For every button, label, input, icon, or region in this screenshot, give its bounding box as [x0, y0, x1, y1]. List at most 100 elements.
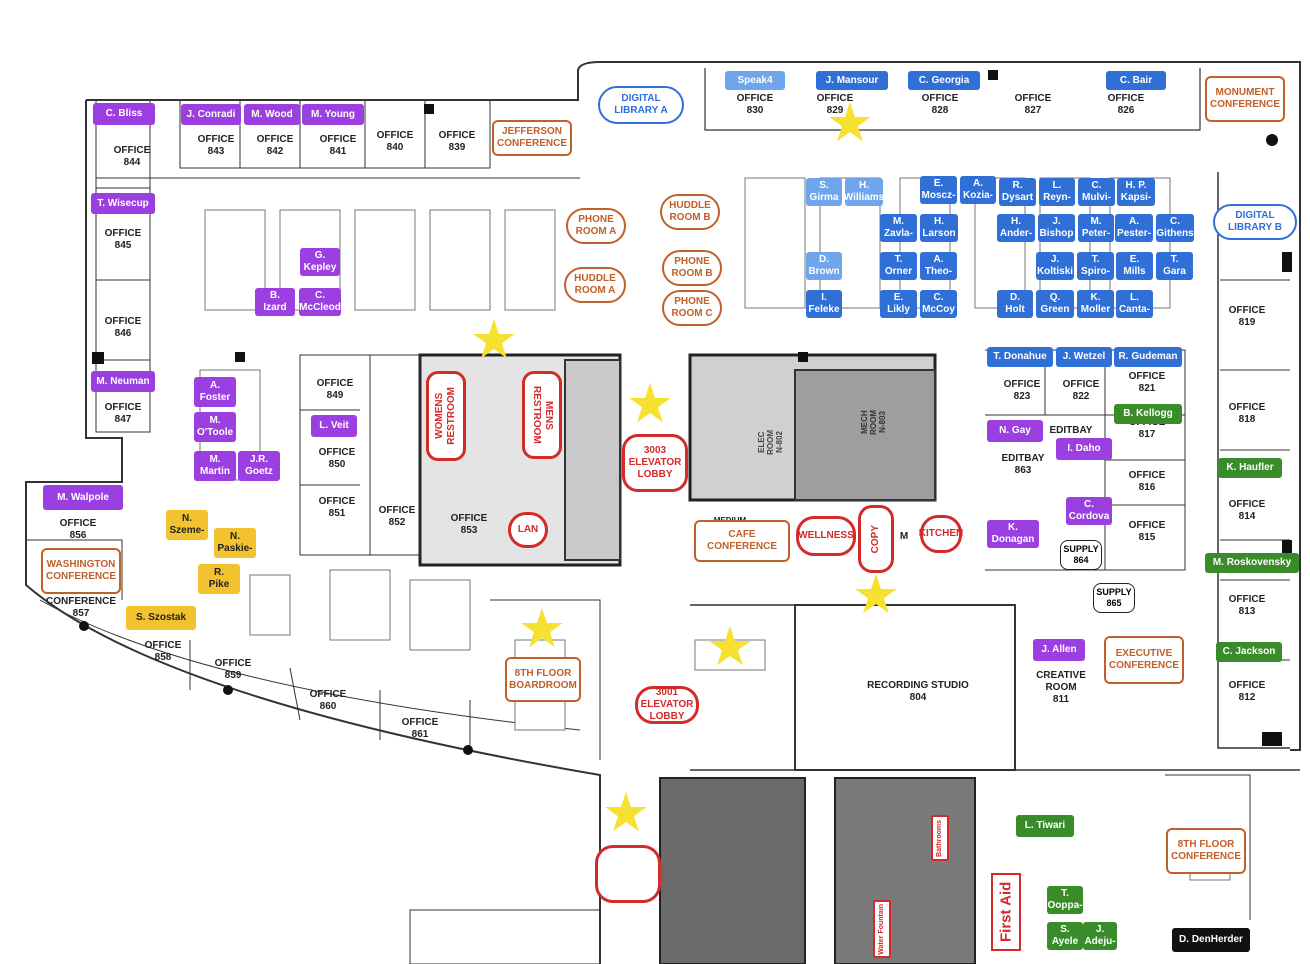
- person-tag[interactable]: L. Reyn-: [1039, 178, 1075, 206]
- person-tag[interactable]: T. Spiro-: [1077, 252, 1114, 280]
- person-tag[interactable]: B. Izard: [255, 288, 295, 316]
- person-tag[interactable]: T. Ooppa-: [1047, 886, 1083, 914]
- person-tag[interactable]: R. Gudeman: [1114, 347, 1182, 367]
- kitchen[interactable]: 3001 ELEVATOR LOBBY: [635, 686, 699, 724]
- first-aid-station[interactable]: First Aid: [991, 873, 1021, 951]
- executive-conference[interactable]: EXECUTIVE CONFERENCE: [1104, 636, 1184, 684]
- phone-room-a[interactable]: PHONE ROOM A: [566, 208, 626, 244]
- person-tag[interactable]: H. P. Kapsi-: [1117, 178, 1155, 206]
- person-tag[interactable]: T. Gara: [1156, 252, 1193, 280]
- person-tag[interactable]: D. Holt: [997, 290, 1033, 318]
- person-tag[interactable]: C. Githens: [1156, 214, 1194, 242]
- person-tag[interactable]: T. Wisecup: [91, 193, 155, 214]
- person-tag[interactable]: K. Moller: [1077, 290, 1114, 318]
- elevator-lobby-3001[interactable]: [595, 845, 661, 903]
- mens-restroom[interactable]: MENS RESTROOM: [522, 371, 562, 459]
- person-tag[interactable]: N. Szeme-: [166, 510, 208, 540]
- womens-restroom[interactable]: WOMENS RESTROOM: [426, 371, 466, 461]
- monument-conference[interactable]: MONUMENT CONFERENCE: [1205, 76, 1285, 122]
- person-tag[interactable]: C. McCleod: [299, 288, 341, 316]
- person-tag[interactable]: C. Georgia: [908, 71, 980, 90]
- room-label: M: [899, 531, 909, 542]
- person-tag[interactable]: T. Orner: [880, 252, 917, 280]
- person-tag[interactable]: C. Bliss: [93, 103, 155, 125]
- person-tag[interactable]: M. Martin: [194, 451, 236, 481]
- person-tag[interactable]: A. Foster: [194, 377, 236, 407]
- person-tag[interactable]: S. Szostak: [126, 606, 196, 630]
- washington-conference[interactable]: WASHINGTON CONFERENCE: [41, 548, 121, 594]
- person-tag[interactable]: M. O'Toole: [194, 412, 236, 442]
- supply-864[interactable]: SUPPLY 864: [1060, 540, 1102, 570]
- elevator-lobby-3003[interactable]: 3003 ELEVATOR LOBBY: [622, 434, 688, 492]
- person-tag[interactable]: R. Pike: [198, 564, 240, 594]
- person-tag[interactable]: S. Girma: [806, 178, 842, 206]
- person-tag[interactable]: J.R. Goetz: [238, 451, 280, 481]
- lan-room[interactable]: LAN: [508, 512, 548, 548]
- boardroom[interactable]: 8TH FLOOR BOARDROOM: [505, 657, 581, 702]
- person-tag[interactable]: H. Williams: [844, 178, 884, 206]
- person-tag[interactable]: A. Theo-: [920, 252, 957, 280]
- cafe-conference[interactable]: CAFE CONFERENCE: [694, 520, 790, 562]
- person-tag[interactable]: H. Larson: [920, 214, 958, 242]
- person-tag[interactable]: J. Adeju-: [1083, 922, 1117, 950]
- phone-room-c[interactable]: PHONE ROOM C: [662, 290, 722, 326]
- phone-room-b[interactable]: PHONE ROOM B: [662, 250, 722, 286]
- person-tag[interactable]: J. Bishop: [1038, 214, 1075, 242]
- person-tag[interactable]: A. Pester-: [1115, 214, 1153, 242]
- person-tag[interactable]: J. Wetzel: [1056, 347, 1112, 367]
- wellness-room[interactable]: WELLNESS: [796, 516, 856, 556]
- person-tag[interactable]: M. Zavla-: [880, 214, 917, 242]
- person-tag[interactable]: E. Moscz-: [920, 176, 957, 204]
- person-tag[interactable]: J. Allen: [1033, 639, 1085, 661]
- person-tag[interactable]: C. Bair: [1106, 71, 1166, 90]
- person-tag[interactable]: J. Koltiski: [1036, 252, 1074, 280]
- person-tag[interactable]: Speak4: [725, 71, 785, 90]
- supply-865[interactable]: SUPPLY 865: [1093, 583, 1135, 613]
- person-tag[interactable]: D. Brown: [806, 252, 842, 280]
- person-tag[interactable]: J. Mansour: [816, 71, 888, 90]
- person-tag[interactable]: C. Cordova: [1066, 497, 1112, 525]
- person-tag[interactable]: L. Tiwari: [1016, 815, 1074, 837]
- person-tag[interactable]: A. Kozia-: [960, 176, 996, 204]
- person-tag[interactable]: M. Walpole: [43, 485, 123, 510]
- person-tag[interactable]: C. Mulvi-: [1078, 178, 1115, 206]
- person-tag[interactable]: M. Wood: [244, 104, 300, 125]
- person-tag[interactable]: T. Donahue: [987, 347, 1053, 367]
- person-tag[interactable]: E. Mills: [1116, 252, 1153, 280]
- person-tag[interactable]: G. Kepley: [300, 248, 340, 276]
- person-tag[interactable]: D. DenHerder: [1172, 928, 1250, 952]
- office-844: OFFICE 844: [113, 145, 151, 168]
- person-tag[interactable]: R. Dysart: [999, 178, 1036, 206]
- person-tag[interactable]: M. Young: [302, 104, 364, 125]
- digital-library-b[interactable]: DIGITAL LIBRARY B: [1213, 204, 1297, 240]
- person-tag[interactable]: C. Jackson: [1216, 642, 1282, 662]
- person-tag[interactable]: L. Canta-: [1116, 290, 1153, 318]
- person-tag[interactable]: S. Ayele: [1047, 922, 1083, 950]
- copy-room[interactable]: KITCHEN: [919, 515, 963, 553]
- water-fountain-label: Water Fountain: [878, 903, 885, 955]
- person-tag[interactable]: K. Donagan: [987, 520, 1039, 548]
- person-tag[interactable]: Q. Green: [1036, 290, 1074, 318]
- person-tag[interactable]: N. Gay: [987, 420, 1043, 442]
- person-tag[interactable]: I. Daho: [1056, 438, 1112, 460]
- person-tag[interactable]: B. Kellogg: [1114, 404, 1182, 424]
- person-tag[interactable]: M. Roskovensky: [1205, 553, 1299, 573]
- huddle-room-b[interactable]: HUDDLE ROOM B: [660, 194, 720, 230]
- person-tag[interactable]: M. Neuman: [91, 371, 155, 392]
- 8th-floor-conference[interactable]: 8TH FLOOR CONFERENCE: [1166, 828, 1246, 874]
- person-tag[interactable]: J. Conradi: [181, 104, 241, 125]
- huddle-room-a[interactable]: HUDDLE ROOM A: [564, 267, 626, 303]
- digital-library-a[interactable]: DIGITAL LIBRARY A: [598, 86, 684, 124]
- person-tag[interactable]: C. McCoy: [920, 290, 957, 318]
- person-tag[interactable]: K. Haufler: [1218, 458, 1282, 478]
- person-tag[interactable]: N. Paskie-: [214, 528, 256, 558]
- restroom[interactable]: COPY: [858, 505, 894, 573]
- editbay: EDITBAY: [1049, 425, 1093, 436]
- person-tag[interactable]: E. Likly: [880, 290, 917, 318]
- person-tag[interactable]: H. Ander-: [997, 214, 1035, 242]
- jefferson-conference[interactable]: JEFFERSON CONFERENCE: [492, 120, 572, 156]
- person-tag[interactable]: L. Veit: [311, 415, 357, 437]
- star-icon: ★: [625, 374, 675, 434]
- person-tag[interactable]: I. Feleke: [806, 290, 842, 318]
- person-tag[interactable]: M. Peter-: [1078, 214, 1114, 242]
